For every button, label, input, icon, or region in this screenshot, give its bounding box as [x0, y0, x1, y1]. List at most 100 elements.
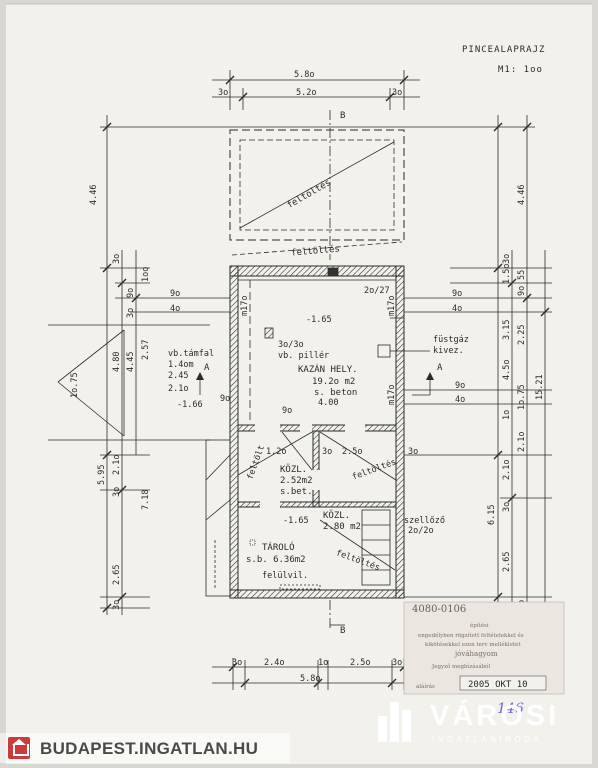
stamp-line5: Jegyző megbízásából	[431, 663, 490, 670]
watermark-banner-text: BUDAPEST.INGATLAN.HU	[40, 739, 259, 758]
dim-wall-top-left: 3o	[218, 88, 228, 98]
label-wall-9o: 9o	[220, 394, 230, 404]
dim-right-m: 2.1o	[502, 460, 512, 480]
label-flue: füstgáz	[433, 335, 469, 345]
brand-watermark: VÁROSI INGATLANIRODA	[378, 692, 588, 752]
stamp-line4: jóváhagyom	[454, 650, 498, 658]
dim-wall-bottom-mid: 1o	[318, 658, 328, 668]
dimension-lines	[100, 70, 552, 690]
label-level-outside: -1.66	[177, 400, 203, 410]
dim-left-d: 3o	[126, 308, 136, 318]
label-opening-size: 2o/27	[364, 286, 390, 296]
dim-right-top: 4.46	[517, 185, 527, 205]
plan-scale: M1: 1oo	[498, 65, 543, 75]
dim-left-4o: 4o	[170, 304, 180, 314]
label-vent: szellőző	[404, 516, 445, 526]
dim-right-f: 2.25	[517, 325, 527, 345]
dim-right-a: 3o	[502, 254, 512, 264]
watermark-banner: BUDAPEST.INGATLAN.HU	[0, 733, 290, 763]
label-corridor2: KÖZL.	[323, 510, 350, 521]
dim-right-l: 6.15	[487, 505, 497, 525]
interior-details	[48, 267, 431, 626]
label-wall-9o-b: 9o	[282, 406, 292, 416]
dim-right-k: 1o	[502, 410, 512, 420]
label-wall-210: 2.1o	[168, 384, 188, 394]
stamp-line6: aláírás	[416, 683, 435, 690]
label-fill-mid: feltöltés	[291, 243, 341, 258]
dim-right-4o-a: 4o	[452, 304, 462, 314]
label-corridor-dim-25: 2.5o	[342, 447, 362, 457]
dim-left-g: 2.57	[141, 340, 151, 360]
section-marker-b-bottom: B	[340, 626, 345, 636]
stamp-line3: kikötésekkel ezen terv mellékletet	[425, 641, 521, 648]
dim-right-9o-b: 9o	[455, 381, 465, 391]
dim-right-b: 1.5o	[502, 264, 512, 284]
label-pillar: vb. pillér	[278, 350, 329, 361]
brand-name: VÁROSI	[430, 700, 560, 732]
label-corridor-3o-b: 3o	[408, 447, 418, 457]
stamp-date: 2005 OKT 10	[468, 680, 528, 690]
section-marker-a-left: A	[204, 363, 210, 373]
dim-wall-top-right: 3o	[392, 88, 402, 98]
label-corridor1-area: 2.52m2	[280, 476, 313, 486]
brand-subtitle: INGATLANIRODA	[432, 735, 543, 744]
label-boiler-dim: 4.00	[318, 398, 338, 408]
dim-right-j: 2.1o	[517, 432, 527, 452]
stamp-line2: engedélyben rögzített feltételekkel és	[418, 632, 524, 639]
label-boiler-floor: s. beton	[314, 388, 357, 398]
label-boiler-area: 19.2o m2	[312, 377, 355, 387]
label-corridor1-floor: s.bet.	[280, 487, 313, 497]
label-retaining-wall: vb.támfal	[168, 349, 214, 359]
label-storage: TÁROLÓ	[262, 541, 295, 553]
dim-right-c: 55	[517, 270, 527, 280]
dim-left-c: 9o	[126, 288, 136, 298]
dim-left-9o: 9o	[170, 289, 180, 299]
dim-inner-top: 5.2o	[296, 88, 316, 98]
dim-left-b: 1oo	[141, 267, 151, 282]
dim-left-f: 4.45	[126, 352, 136, 372]
section-marker-b-top: B	[340, 111, 345, 121]
approval-stamp: 4080-0106 építési engedélyben rögzített …	[403, 601, 565, 717]
label-pillar-size: 3o/3o	[278, 340, 304, 350]
label-retaining-wall-height: 1.4om	[168, 360, 194, 370]
label-vent-size: 2o/2o	[408, 526, 434, 536]
plan-title: PINCEALAPRAJZ	[462, 45, 545, 55]
dim-right-i: 15.21	[535, 374, 545, 400]
dim-right-o: 2.65	[502, 552, 512, 572]
dim-left-i: 2.1o	[112, 455, 122, 475]
label-wall-245: 2.45	[168, 371, 188, 381]
dim-left-m: 2.65	[112, 565, 122, 585]
label-wall-m170-a: m17o	[240, 296, 250, 316]
dim-left-k: 3o	[112, 487, 122, 497]
label-corridor-3o-a: 3o	[322, 447, 332, 457]
dim-right-d: 9o	[517, 286, 527, 296]
label-level-boiler: -1.65	[306, 315, 332, 325]
label-corridor2-area: 2.80 m2	[323, 522, 361, 532]
dim-left-top: 4.46	[89, 185, 99, 205]
stamp-line1: építési	[470, 622, 489, 629]
dim-left-j: 5.95	[97, 465, 107, 485]
stamp-number: 4080-0106	[412, 604, 466, 615]
dim-overall-top: 5.8o	[294, 70, 314, 80]
label-storage-area: s.b. 6.36m2	[246, 555, 306, 565]
label-level-storage: -1.65	[283, 516, 309, 526]
label-boiler-room: KAZÁN HELY.	[298, 363, 358, 375]
dim-right-g: 4.5o	[502, 360, 512, 380]
dim-left-e: 4.80	[112, 352, 122, 372]
house-logo-icon	[8, 737, 30, 759]
dim-left-l: 7.18	[141, 490, 151, 510]
walls	[229, 265, 405, 599]
dim-right-4o-b: 4o	[455, 395, 465, 405]
stamp-handwritten-number: 146	[497, 701, 524, 717]
dim-left-h: 1o.75	[70, 372, 80, 398]
label-wall-m170-b: m17o	[387, 296, 397, 316]
dim-right-9o-a: 9o	[452, 289, 462, 299]
dim-overall-bottom: 5.8o	[300, 674, 320, 684]
door-openings	[255, 424, 365, 508]
dim-right-h: 1o.75	[517, 384, 527, 410]
dim-seg2-bottom: 2.5o	[350, 658, 370, 668]
dim-wall-bottom-right: 3o	[392, 658, 402, 668]
dim-right-n: 3o	[502, 502, 512, 512]
